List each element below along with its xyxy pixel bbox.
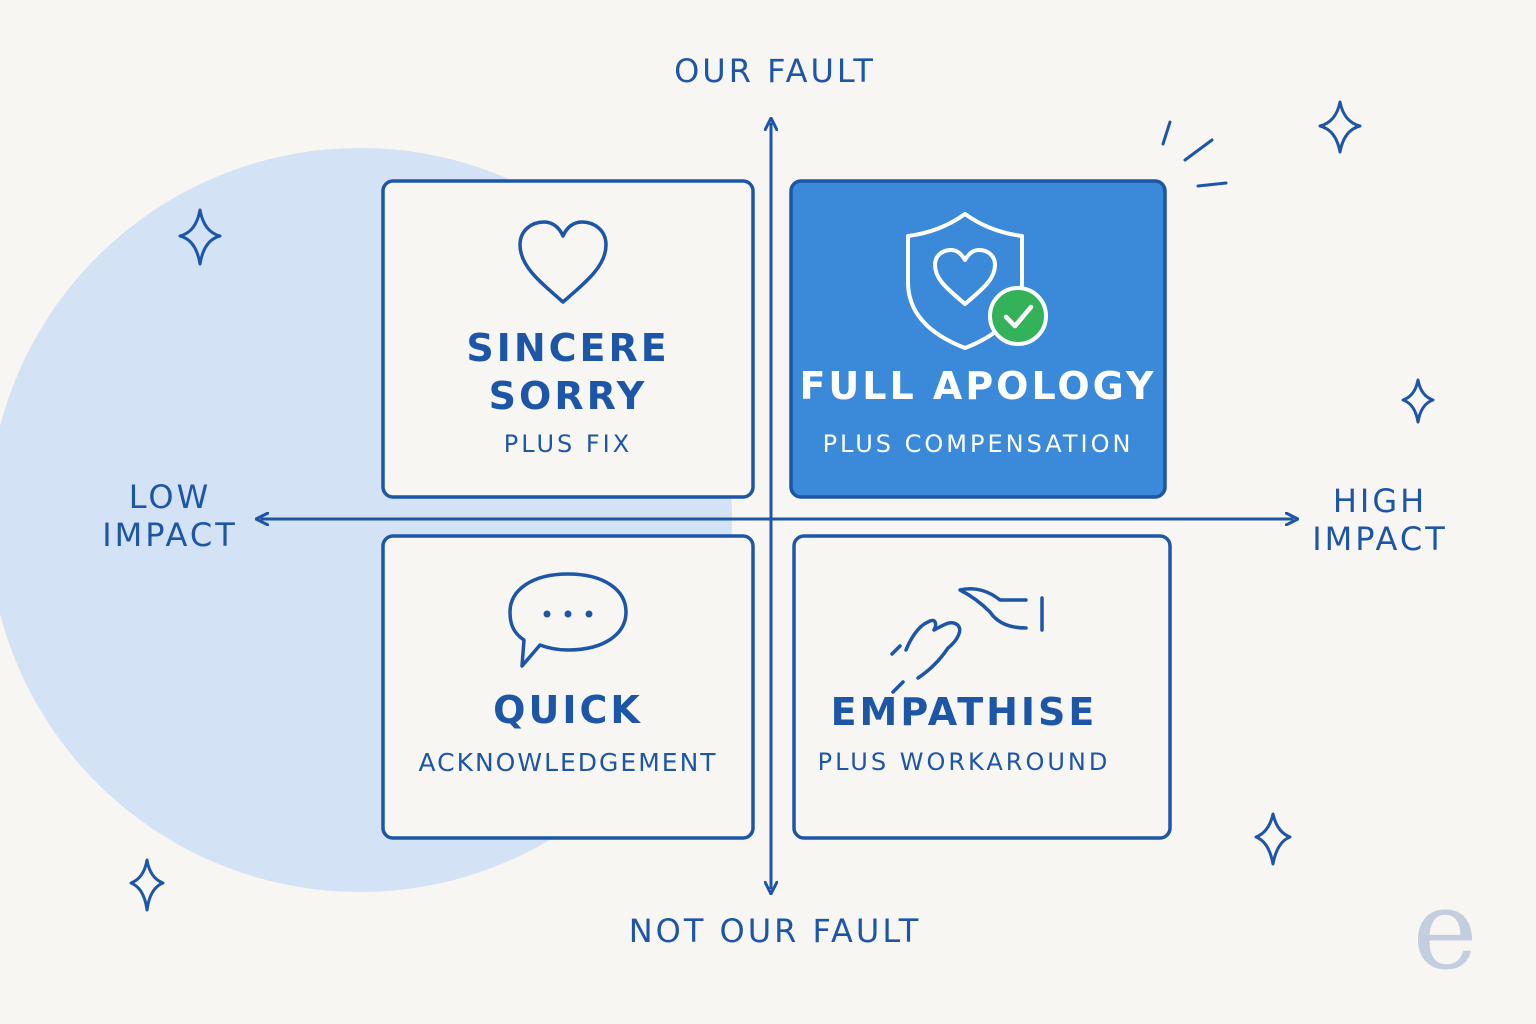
axis-label-left: LOW IMPACT (95, 478, 245, 555)
quadrant-bottom-left-box (381, 534, 755, 840)
axis-label-top: OUR FAULT (674, 52, 876, 90)
quadrant-bottom-right-box (792, 534, 1172, 840)
brand-logo: e (1412, 866, 1478, 994)
axis-label-bottom: NOT OUR FAULT (628, 912, 922, 950)
quadrant-bottom-right-title: EMPATHISE (830, 690, 1098, 734)
quadrant-top-left-box (381, 179, 755, 499)
quadrant-top-right-title: FULL APOLOGY (799, 364, 1157, 408)
quadrant-top-right-box (789, 179, 1167, 499)
sparkle-icon (129, 858, 165, 912)
speech-bubble-icon (508, 572, 628, 668)
burst-lines (1161, 120, 1228, 188)
sparkle-icon (1401, 378, 1435, 424)
axis-label-left-line1: LOW (128, 478, 212, 516)
quadrant-top-left-title-line1: SINCERE (466, 326, 670, 370)
quadrant-bottom-left-subtitle: ACKNOWLEDGEMENT (418, 748, 718, 777)
quadrant-top-left-subtitle: PLUS FIX (503, 430, 633, 458)
axis-label-right: HIGH IMPACT (1300, 482, 1460, 559)
sparkle-icon (1254, 812, 1292, 866)
axis-label-right-line2: IMPACT (1312, 520, 1448, 559)
heart-icon (518, 220, 608, 304)
quadrant-bottom-left-title: QUICK (493, 688, 643, 732)
shield-heart-check-icon (906, 212, 1048, 350)
quadrant-top-right-subtitle: PLUS COMPENSATION (822, 430, 1134, 458)
quadrant-top-left-title-line2: SORRY (488, 374, 648, 418)
sparkle-icon (1318, 100, 1362, 154)
axis-label-right-line1: HIGH (1332, 482, 1428, 520)
sparkle-icon (178, 208, 222, 266)
quadrant-bottom-right-subtitle: PLUS WORKAROUND (817, 748, 1111, 776)
reaching-hands-icon (890, 587, 1044, 694)
axis-label-left-line2: IMPACT (102, 516, 238, 555)
